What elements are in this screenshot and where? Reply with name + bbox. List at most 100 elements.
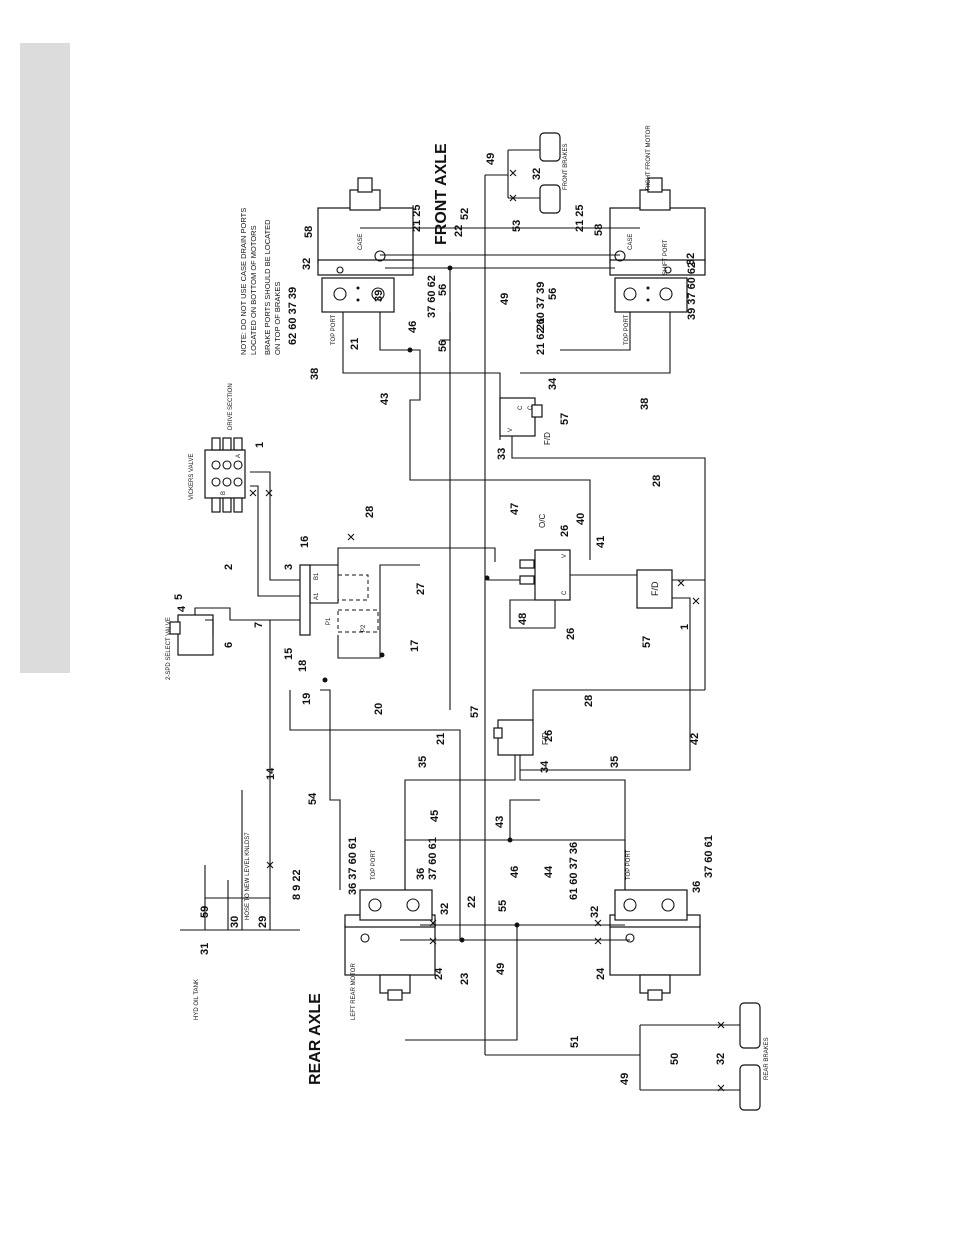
- callout-46b: 46: [509, 866, 521, 878]
- callout-59: 59: [199, 906, 211, 918]
- callout-26b: 26: [565, 628, 577, 640]
- callout-35b: 35: [609, 756, 621, 768]
- fd-front-c2: C: [528, 405, 534, 410]
- fd-front-c1: C: [518, 405, 524, 410]
- callout-56c: 56: [547, 288, 559, 300]
- callout-18: 18: [297, 660, 309, 672]
- callout-22b: 22: [466, 896, 478, 908]
- callout-51: 51: [569, 1036, 581, 1048]
- callout-48: 48: [517, 613, 529, 625]
- x-markers: [249, 169, 725, 1092]
- hyd-oil-tank-label: HYD OIL TANK: [194, 979, 200, 1020]
- rear-brakes: [639, 1002, 761, 1111]
- left-rear-port-block: [359, 889, 433, 921]
- callout-49c: 49: [495, 963, 507, 975]
- vickers-a: A: [236, 454, 242, 458]
- note-line-2: LOCATED ON BOTTOM OF MOTORS: [249, 225, 258, 355]
- callout-45: 45: [429, 810, 441, 822]
- top-port-label-lf: TOP PORT: [331, 314, 337, 345]
- drive-section-label: DRIVE SECTION: [228, 383, 234, 430]
- callout-1: 1: [254, 442, 266, 448]
- callout-49d: 49: [619, 1073, 631, 1085]
- callout-43b: 43: [494, 816, 506, 828]
- right-rear-motor: [609, 914, 701, 1001]
- callout-26a: 26: [559, 525, 571, 537]
- callout-49a: 49: [485, 153, 497, 165]
- shift-port-label: SHIFT PORT: [663, 239, 669, 275]
- callout-57a: 57: [559, 413, 571, 425]
- fd-valve-center: [636, 569, 673, 609]
- callout-21a: 21: [349, 338, 361, 350]
- callout-44: 44: [543, 865, 555, 878]
- callout-54: 54: [307, 792, 319, 805]
- vickers-valve-label: VICKERS VALVE: [189, 454, 195, 500]
- callout-37-60-62: 37 60 62: [426, 275, 438, 318]
- manifold-p2: P2: [361, 624, 367, 632]
- hyd-oil-tank: [180, 790, 300, 931]
- callout-32c: 32: [439, 903, 451, 915]
- left-rear-motor: [344, 914, 436, 1001]
- callout-31: 31: [199, 943, 211, 955]
- fd-valve-rear: [493, 719, 534, 756]
- callout-24b: 24: [595, 967, 607, 980]
- two-spd-select-valve: [169, 614, 214, 656]
- right-front-motor-label: RIGHT FRONT MOTOR: [646, 125, 652, 190]
- callout-55: 55: [497, 900, 509, 912]
- callout-5: 5: [173, 594, 185, 600]
- callout-21c: 21: [435, 733, 447, 745]
- manifold-a1: A1: [314, 592, 320, 600]
- hose-label: HOSE TO NEW LEVEL KNLDS7: [245, 832, 251, 920]
- oc-label: O/C: [538, 514, 547, 528]
- note-line-3: BRAKE PORTS SHOULD BE LOCATED: [263, 219, 272, 355]
- left-front-port-block: [321, 277, 395, 313]
- callout-28c: 28: [583, 695, 595, 707]
- two-speed-manifold: [299, 564, 379, 636]
- callout-32e: 32: [531, 168, 543, 180]
- callout-43a: 43: [379, 393, 391, 405]
- callout-39: 39: [373, 290, 385, 302]
- callout-38a: 38: [309, 368, 321, 380]
- callout-57b: 57: [641, 636, 653, 648]
- callout-36-37-60-61: 36 37 60 61: [347, 837, 359, 895]
- callout-42: 42: [689, 733, 701, 745]
- callout-46a: 46: [407, 321, 419, 333]
- fd-front-v: V: [508, 428, 514, 432]
- callout-57c: 57: [469, 706, 481, 718]
- top-port-label-rf: TOP PORT: [624, 314, 630, 345]
- callout-14: 14: [265, 767, 277, 780]
- left-rear-motor-label: LEFT REAR MOTOR: [351, 963, 357, 1020]
- callout-39-37-60-62: 39 37 60 62: [686, 262, 698, 320]
- callout-58b: 58: [593, 224, 605, 236]
- callout-21-25-b: 21 25: [574, 204, 586, 232]
- callout-17: 17: [409, 640, 421, 652]
- oc-c: C: [562, 590, 568, 595]
- callout-49b: 49: [499, 293, 511, 305]
- callout-27: 27: [415, 583, 427, 595]
- callout-26c: 26: [543, 730, 555, 742]
- callout-47: 47: [509, 503, 521, 515]
- callout-28a: 28: [364, 506, 376, 518]
- case-label-lf: CASE: [358, 234, 364, 250]
- vickers-valve: [204, 437, 246, 513]
- callout-36-l: 36: [415, 868, 427, 880]
- note-line-4: ON TOP OF BRAKES: [273, 282, 282, 355]
- callout-41: 41: [595, 536, 607, 548]
- callout-15: 15: [283, 648, 295, 660]
- callout-61-60-37-36: 61 60 37 36: [568, 842, 580, 900]
- vickers-b: B: [221, 491, 227, 495]
- two-spd-select-valve-label: 2-SPD SELECT VALVE: [166, 617, 172, 680]
- right-front-port-block: [614, 277, 688, 313]
- top-port-label-lr: TOP PORT: [371, 849, 377, 880]
- rear-brakes-label: REAR BRAKES: [764, 1037, 770, 1080]
- callout-numbers: 1 1 2 3 4 5 6 7 14 15 16 17 18 19 20 21 …: [173, 153, 727, 1085]
- left-front-motor: [317, 177, 414, 276]
- callout-16: 16: [299, 536, 311, 548]
- right-front-motor: [609, 177, 706, 276]
- callout-4: 4: [176, 605, 188, 612]
- callout-29: 29: [257, 916, 269, 928]
- callout-38b: 38: [639, 398, 651, 410]
- callout-53: 53: [511, 220, 523, 232]
- top-port-label-rr: TOP PORT: [626, 849, 632, 880]
- callout-28b: 28: [651, 475, 663, 487]
- callout-30: 30: [229, 916, 241, 928]
